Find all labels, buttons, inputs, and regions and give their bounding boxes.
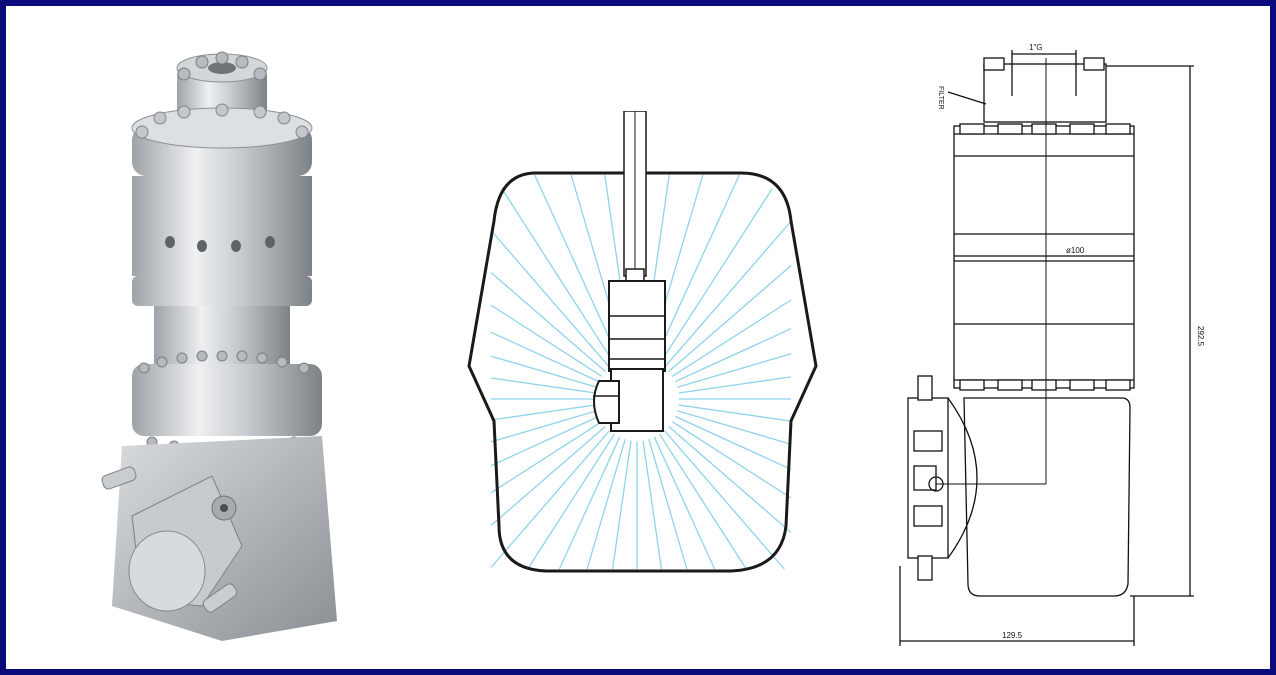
spray-line xyxy=(490,230,610,368)
spray-line xyxy=(586,439,626,570)
housing-holes xyxy=(165,236,275,252)
spray-line xyxy=(490,404,596,421)
body-outline xyxy=(953,125,1135,389)
top-cap-outline xyxy=(983,63,1107,123)
spray-line xyxy=(490,421,603,494)
spray-lines xyxy=(490,174,792,570)
spray-line xyxy=(678,376,792,394)
bottom-nipple xyxy=(202,583,238,613)
spray-line xyxy=(490,410,597,443)
spray-line xyxy=(671,299,792,377)
dim-inlet-label: 1"G xyxy=(1029,43,1043,52)
spray-pattern-diagram xyxy=(467,111,818,573)
spray-line xyxy=(674,328,792,383)
spray-line xyxy=(664,430,785,570)
spray-line xyxy=(642,440,663,570)
spray-line xyxy=(490,304,603,377)
upper-flange-bolts xyxy=(135,103,309,139)
spray-line xyxy=(490,426,606,526)
rotor-housing xyxy=(132,176,312,276)
spray-line xyxy=(668,426,792,533)
nozzle-photo xyxy=(101,51,337,641)
top-bolts xyxy=(177,51,267,81)
spray-line xyxy=(490,415,600,467)
technical-drawing: 1"G FILTER ø100 292.5 129.5 xyxy=(899,43,1205,646)
spray-line xyxy=(678,404,792,422)
spray-line xyxy=(490,331,600,383)
spray-line xyxy=(501,188,615,365)
spray-line xyxy=(659,433,747,570)
spray-line xyxy=(527,433,615,570)
spray-line xyxy=(490,355,597,388)
spray-line xyxy=(534,174,621,362)
spray-line xyxy=(558,436,621,570)
side-nipple xyxy=(101,466,137,490)
tank-outline xyxy=(467,171,818,573)
lower-housing-outline xyxy=(963,397,1131,597)
spray-line xyxy=(490,272,606,372)
dim-diameter-label: ø100 xyxy=(1066,246,1085,255)
spray-line xyxy=(653,174,740,362)
spray-line xyxy=(674,415,792,470)
spray-line xyxy=(490,377,596,394)
dim-height-label: 292.5 xyxy=(1196,326,1205,347)
spray-line xyxy=(611,440,632,570)
filter-label: FILTER xyxy=(937,86,944,110)
spray-line xyxy=(490,430,610,568)
spray-line xyxy=(668,265,792,372)
lower-flange xyxy=(132,364,322,436)
dim-width-label: 129.5 xyxy=(1002,631,1023,640)
spray-line xyxy=(659,188,773,365)
head-body xyxy=(608,280,666,372)
spray-line xyxy=(664,220,792,368)
spray-line xyxy=(677,353,792,388)
spray-line xyxy=(653,436,716,570)
spray-line xyxy=(671,421,792,499)
spray-line xyxy=(648,439,688,570)
spray-line xyxy=(677,410,792,445)
